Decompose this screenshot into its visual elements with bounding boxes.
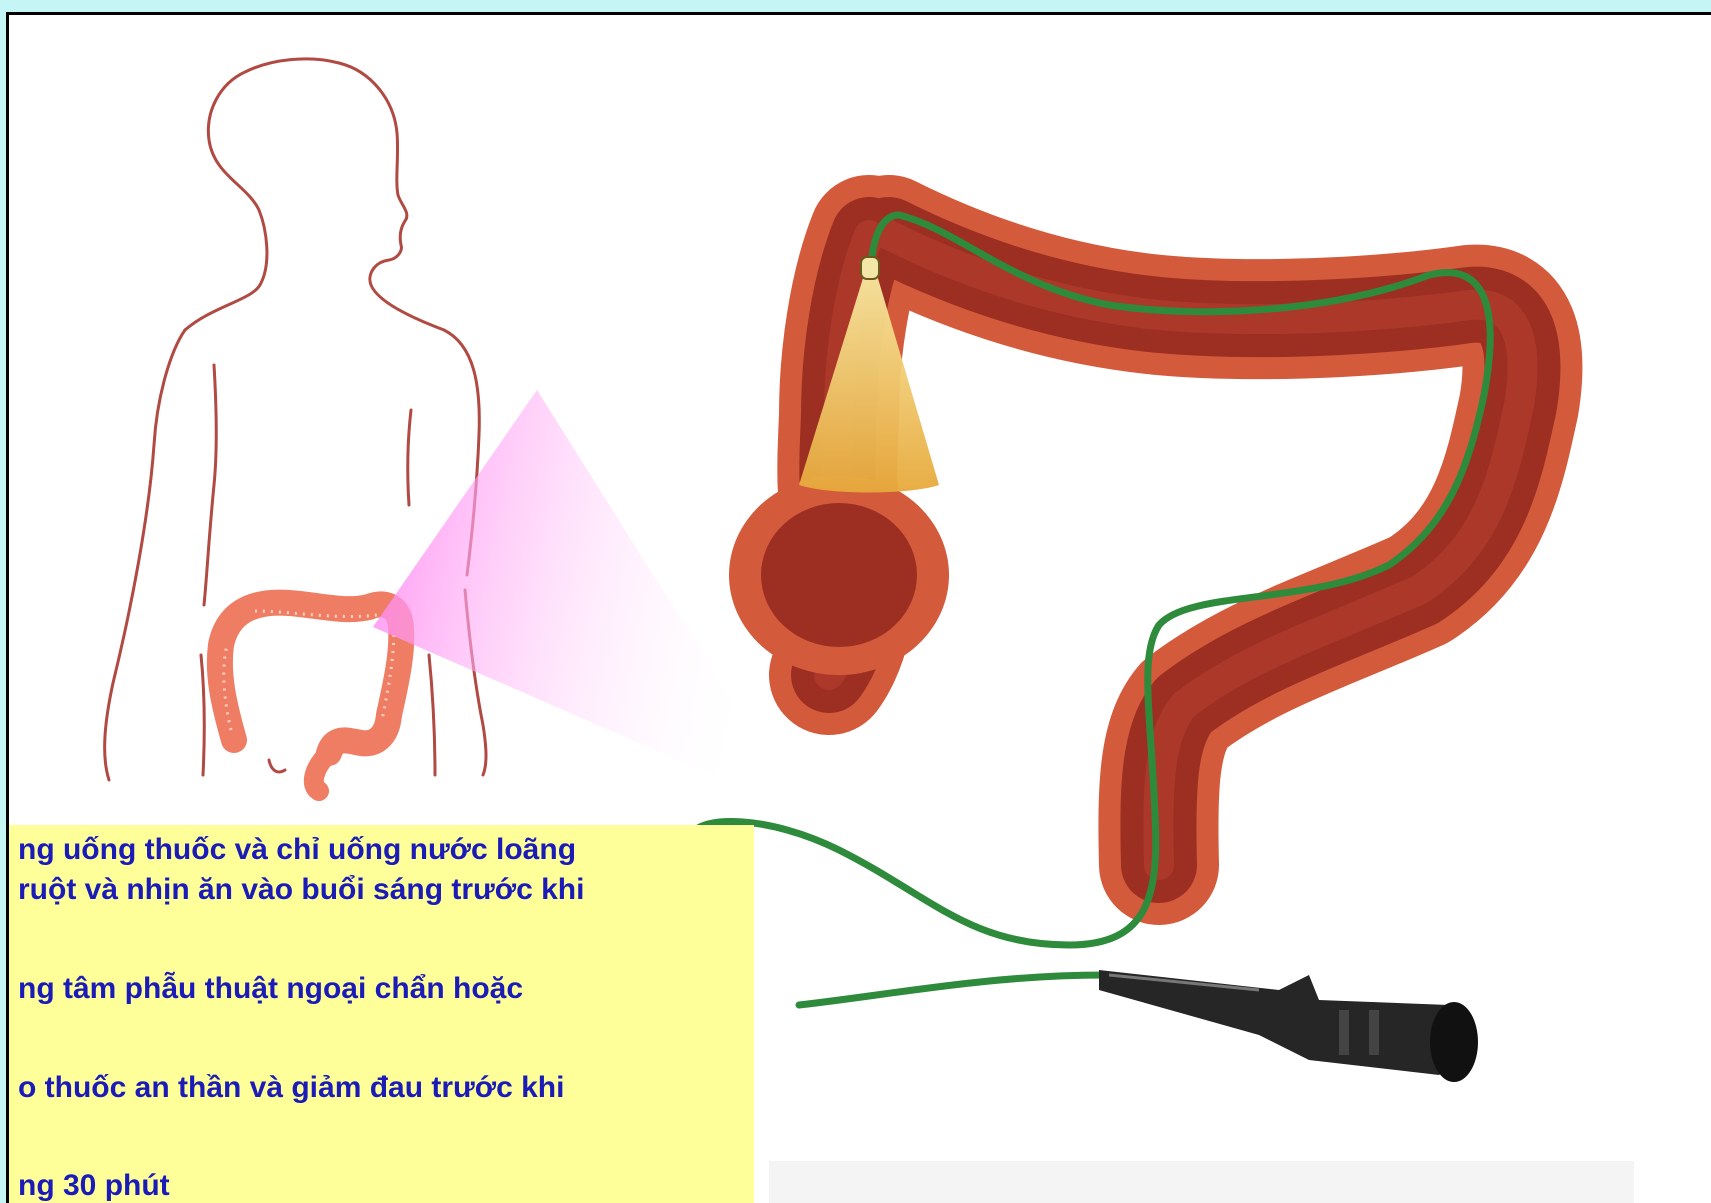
- note-line-1: ng uống thuốc và chỉ uống nước loãng: [18, 833, 576, 867]
- note-box: ng uống thuốc và chỉ uống nước loãng ruộ…: [9, 825, 754, 1203]
- scope-handle: [1099, 970, 1478, 1082]
- note-line-4: o thuốc an thần và giảm đau trước khi: [18, 1071, 564, 1105]
- note-line-2: ruột và nhịn ăn vào buổi sáng trước khi: [18, 873, 584, 907]
- bottom-panel: [769, 1161, 1634, 1203]
- small-colon: [220, 603, 401, 791]
- body-outline: [105, 59, 486, 780]
- note-line-5: ng 30 phút: [18, 1169, 170, 1203]
- note-line-3: ng tâm phẫu thuật ngoại chẩn hoặc: [18, 972, 523, 1006]
- slide-frame: ng uống thuốc và chỉ uống nước loãng ruộ…: [6, 12, 1711, 1203]
